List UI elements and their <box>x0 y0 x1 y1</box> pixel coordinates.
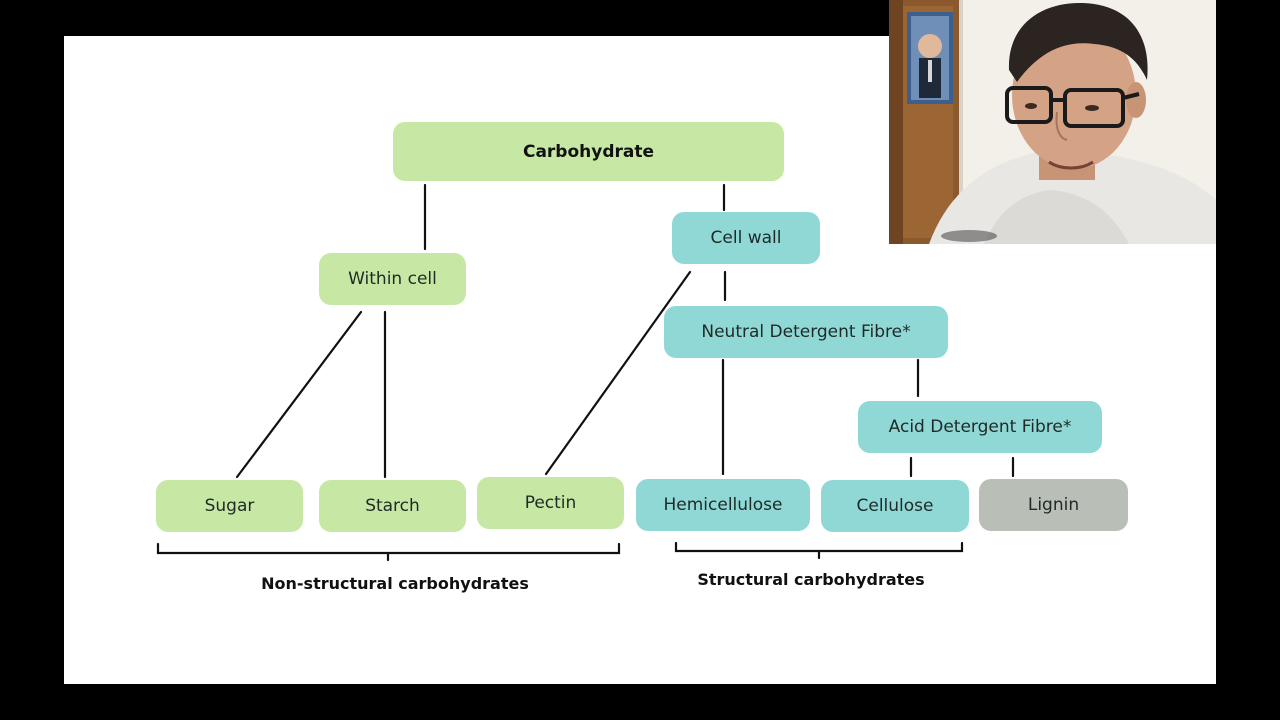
label-structural-carbohydrates: Structural carbohydrates <box>697 570 925 589</box>
label-non-structural-carbohydrates: Non-structural carbohydrates <box>261 574 529 593</box>
node-cell-wall: Cell wall <box>672 212 820 264</box>
presenter-video-image <box>889 0 1216 244</box>
node-lignin: Lignin <box>979 479 1128 531</box>
node-hemicellulose: Hemicellulose <box>636 479 810 531</box>
node-within-cell: Within cell <box>319 253 466 305</box>
node-neutral-detergent-fibre: Neutral Detergent Fibre* <box>664 306 948 358</box>
node-pectin: Pectin <box>477 477 624 529</box>
node-starch: Starch <box>319 480 466 532</box>
node-carbohydrate: Carbohydrate <box>393 122 784 181</box>
node-cellulose: Cellulose <box>821 480 969 532</box>
webcam-overlay <box>889 0 1216 244</box>
node-sugar: Sugar <box>156 480 303 532</box>
node-acid-detergent-fibre: Acid Detergent Fibre* <box>858 401 1102 453</box>
